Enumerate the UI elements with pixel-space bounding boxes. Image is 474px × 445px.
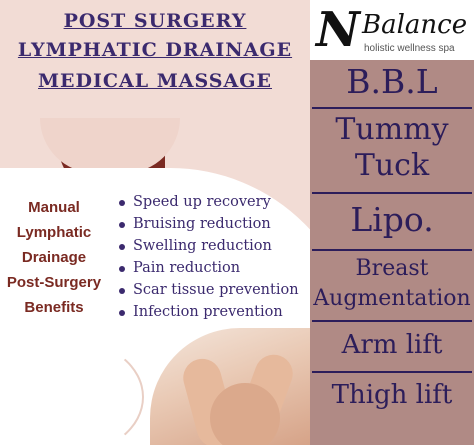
procedure-tummy-tuck: Tummy Tuck (310, 112, 474, 184)
divider (312, 371, 472, 373)
procedure-thigh-lift: Thigh lift (331, 380, 453, 410)
benefit-item: Swelling reduction (118, 235, 299, 257)
procedure-augmentation-line: Augmentation (313, 286, 471, 311)
benefit-item: Bruising reduction (118, 213, 299, 235)
procedure-tuck-line: Tuck (354, 148, 430, 183)
logo-letter: N (316, 2, 360, 58)
procedure-arm-lift: Arm lift (341, 330, 443, 360)
title-line-1: POST SURGERY (63, 10, 247, 32)
title-line-2: LYMPHATIC DRAINAGE (17, 39, 293, 61)
back-shape (210, 383, 280, 445)
divider (312, 192, 472, 194)
procedures-panel (310, 0, 474, 445)
benefits-label-line: Post-Surgery (6, 274, 102, 291)
benefit-item: Pain reduction (118, 257, 299, 279)
benefits-label-line: Benefits (24, 299, 84, 316)
benefit-item: Scar tissue prevention (118, 279, 299, 301)
benefits-label-line: Drainage (21, 249, 87, 266)
divider (312, 107, 472, 109)
benefits-label-line: Lymphatic (16, 224, 92, 241)
logo-tagline: holistic wellness spa (364, 43, 455, 54)
decorative-swirl (0, 340, 144, 445)
procedure-lipo: Lipo. (350, 200, 434, 239)
benefit-item: Infection prevention (118, 301, 299, 323)
brand-logo: N Balance holistic wellness spa (310, 0, 474, 60)
left-panel: POST SURGERY LYMPHATIC DRAINAGE MEDICAL … (0, 10, 310, 445)
benefits-list: Speed up recovery Bruising reduction Swe… (118, 191, 299, 323)
procedure-tummy-line: Tummy (335, 112, 449, 147)
benefits-label: Manual Lymphatic Drainage Post-Surgery B… (0, 195, 108, 320)
benefit-item: Speed up recovery (118, 191, 299, 213)
procedure-breast-augmentation: Breast Augmentation (310, 254, 474, 314)
benefits-label-line: Manual (28, 199, 80, 216)
procedure-bbl: B.B.L (346, 62, 438, 101)
divider (312, 320, 472, 322)
logo-name: Balance (362, 10, 468, 40)
divider (312, 249, 472, 251)
massage-photo (150, 328, 310, 445)
title-line-3: MEDICAL MASSAGE (38, 70, 272, 92)
procedure-breast-line: Breast (355, 256, 429, 281)
